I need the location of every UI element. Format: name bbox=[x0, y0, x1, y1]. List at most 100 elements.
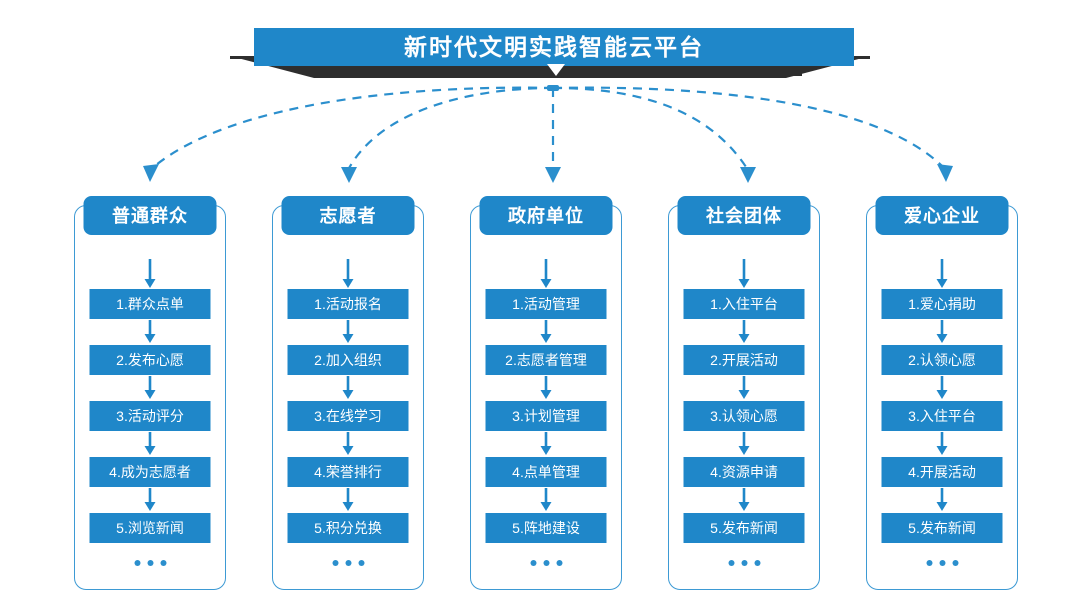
list-item-label: 2.加入组织 bbox=[314, 352, 382, 368]
list-item[interactable]: 4.荣誉排行 bbox=[287, 457, 409, 487]
list-item[interactable]: 3.活动评分 bbox=[89, 401, 211, 431]
column-header-ordinary-public[interactable]: 普通群众 bbox=[83, 196, 217, 235]
arrow-down-icon bbox=[882, 431, 1003, 457]
ellipsis-dot bbox=[543, 560, 549, 566]
list-item-label: 3.认领心愿 bbox=[710, 408, 778, 424]
list-item[interactable]: 2.志愿者管理 bbox=[485, 345, 607, 375]
list-item-label: 1.群众点单 bbox=[116, 296, 184, 312]
list-item[interactable]: 2.开展活动 bbox=[683, 345, 805, 375]
column-body: 1.活动报名 2.加入组织 3.在线学习 4.荣誉排行 bbox=[287, 259, 409, 583]
list-item[interactable]: 1.入住平台 bbox=[683, 289, 805, 319]
connector-to-col-1 bbox=[149, 86, 554, 171]
list-item-label: 3.计划管理 bbox=[512, 408, 580, 424]
list-item[interactable]: 4.成为志愿者 bbox=[89, 457, 211, 487]
list-item-label: 4.开展活动 bbox=[908, 464, 976, 480]
list-item[interactable]: 5.浏览新闻 bbox=[89, 513, 211, 543]
column-title: 社会团体 bbox=[706, 205, 782, 226]
list-item[interactable]: 3.计划管理 bbox=[485, 401, 607, 431]
ellipsis-dot bbox=[332, 560, 338, 566]
column-body: 1.活动管理 2.志愿者管理 3.计划管理 4.点单管理 bbox=[485, 259, 607, 583]
list-item-label: 1.活动报名 bbox=[314, 296, 382, 312]
list-item[interactable]: 5.阵地建设 bbox=[485, 513, 607, 543]
list-item-label: 3.入住平台 bbox=[908, 408, 976, 424]
column-title: 志愿者 bbox=[319, 205, 377, 226]
list-item-label: 5.浏览新闻 bbox=[116, 520, 184, 536]
list-item[interactable]: 5.发布新闻 bbox=[683, 513, 805, 543]
list-item[interactable]: 2.认领心愿 bbox=[881, 345, 1003, 375]
ellipsis-dot bbox=[556, 560, 562, 566]
list-item[interactable]: 2.加入组织 bbox=[287, 345, 409, 375]
ellipsis-dot bbox=[134, 560, 140, 566]
platform-title-box: 新时代文明实践智能云平台 bbox=[254, 28, 854, 66]
column-header-government-unit[interactable]: 政府单位 bbox=[479, 196, 613, 235]
list-item-label: 5.积分兑换 bbox=[314, 520, 382, 536]
connector-hub bbox=[547, 85, 559, 91]
list-item[interactable]: 4.资源申请 bbox=[683, 457, 805, 487]
list-item[interactable]: 2.发布心愿 bbox=[89, 345, 211, 375]
list-item-label: 4.点单管理 bbox=[512, 464, 580, 480]
list-item-label: 5.阵地建设 bbox=[512, 520, 580, 536]
arrow-down-icon bbox=[486, 487, 607, 513]
arrow-down-icon bbox=[882, 375, 1003, 401]
list-item[interactable]: 3.认领心愿 bbox=[683, 401, 805, 431]
ellipsis-dot bbox=[754, 560, 760, 566]
list-item-label: 5.发布新闻 bbox=[710, 520, 778, 536]
more-ellipsis bbox=[486, 543, 607, 583]
list-item[interactable]: 3.在线学习 bbox=[287, 401, 409, 431]
list-item[interactable]: 5.积分兑换 bbox=[287, 513, 409, 543]
list-item[interactable]: 1.群众点单 bbox=[89, 289, 211, 319]
list-item-label: 4.成为志愿者 bbox=[109, 464, 191, 480]
arrow-down-icon bbox=[486, 319, 607, 345]
list-item[interactable]: 1.活动报名 bbox=[287, 289, 409, 319]
arrow-down-icon bbox=[486, 375, 607, 401]
list-item-label: 2.志愿者管理 bbox=[505, 352, 587, 368]
arrow-down-icon bbox=[288, 259, 409, 289]
arrow-down-icon bbox=[90, 319, 211, 345]
column-header-volunteer[interactable]: 志愿者 bbox=[281, 196, 415, 235]
arrow-down-icon bbox=[288, 487, 409, 513]
arrow-down-icon bbox=[684, 375, 805, 401]
arrowhead-col-1 bbox=[143, 164, 159, 182]
column-header-social-group[interactable]: 社会团体 bbox=[677, 196, 811, 235]
arrow-down-icon bbox=[90, 375, 211, 401]
list-item-label: 5.发布新闻 bbox=[908, 520, 976, 536]
ellipsis-dot bbox=[345, 560, 351, 566]
list-item[interactable]: 1.活动管理 bbox=[485, 289, 607, 319]
arrow-down-icon bbox=[882, 259, 1003, 289]
chevron-down-icon bbox=[547, 64, 565, 76]
arrow-down-icon bbox=[882, 487, 1003, 513]
arrow-down-icon bbox=[90, 487, 211, 513]
list-item-label: 4.资源申请 bbox=[710, 464, 778, 480]
list-item[interactable]: 4.开展活动 bbox=[881, 457, 1003, 487]
list-item-label: 2.认领心愿 bbox=[908, 352, 976, 368]
column-header-charity-enterprise[interactable]: 爱心企业 bbox=[875, 196, 1009, 235]
ellipsis-dot bbox=[926, 560, 932, 566]
arrow-down-icon bbox=[882, 319, 1003, 345]
list-item[interactable]: 1.爱心捐助 bbox=[881, 289, 1003, 319]
connector-to-col-5 bbox=[552, 86, 947, 171]
more-ellipsis bbox=[684, 543, 805, 583]
arrow-down-icon bbox=[684, 431, 805, 457]
column-body: 1.群众点单 2.发布心愿 3.活动评分 4.成为志愿者 bbox=[89, 259, 211, 583]
list-item-label: 2.开展活动 bbox=[710, 352, 778, 368]
arrow-down-icon bbox=[90, 431, 211, 457]
column-body: 1.爱心捐助 2.认领心愿 3.入住平台 4.开展活动 bbox=[881, 259, 1003, 583]
arrow-down-icon bbox=[684, 319, 805, 345]
arrow-down-icon bbox=[90, 259, 211, 289]
more-ellipsis bbox=[882, 543, 1003, 583]
arrow-down-icon bbox=[486, 259, 607, 289]
list-item[interactable]: 4.点单管理 bbox=[485, 457, 607, 487]
list-item-label: 1.入住平台 bbox=[710, 296, 778, 312]
dashed-connector-group bbox=[143, 85, 953, 183]
arrow-down-icon bbox=[288, 375, 409, 401]
list-item[interactable]: 5.发布新闻 bbox=[881, 513, 1003, 543]
arrow-down-icon bbox=[288, 431, 409, 457]
column-volunteer: 志愿者 1.活动报名 2.加入组织 3.在线学习 bbox=[272, 196, 424, 590]
column-government-unit: 政府单位 1.活动管理 2.志愿者管理 3.计划 bbox=[470, 196, 622, 590]
column-title: 政府单位 bbox=[508, 205, 584, 226]
ellipsis-dot bbox=[358, 560, 364, 566]
list-item[interactable]: 3.入住平台 bbox=[881, 401, 1003, 431]
ellipsis-dot bbox=[728, 560, 734, 566]
